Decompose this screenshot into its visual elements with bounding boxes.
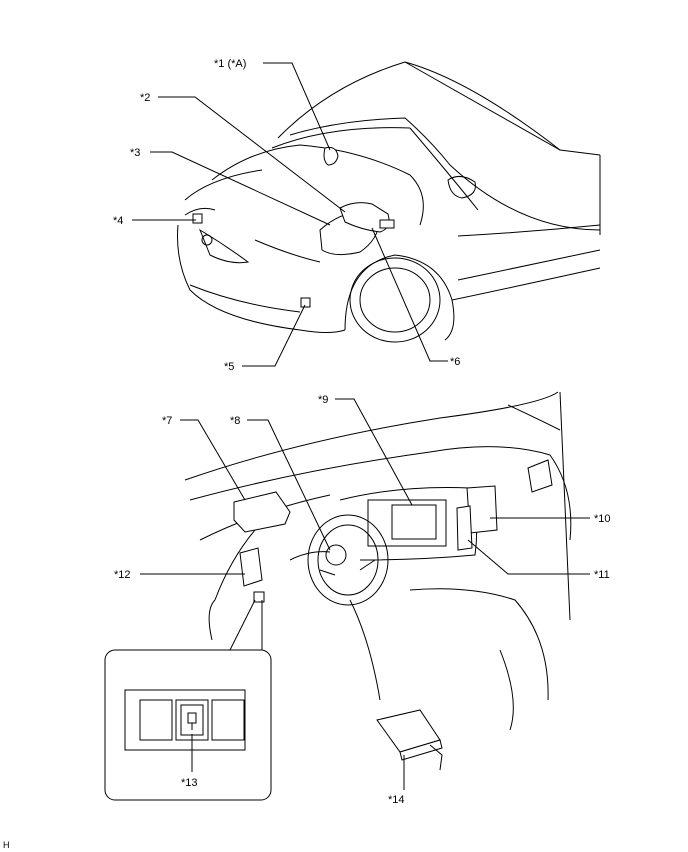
switch-inset: [104, 599, 272, 801]
callout-leaders-top: [132, 62, 448, 367]
callout-9-label: *9: [318, 394, 328, 406]
callout-leaders-bottom: [140, 398, 590, 575]
callout-2-label: *2: [140, 92, 150, 104]
callout-5-label: *5: [224, 361, 234, 373]
callout-1-label: *1 (*A): [214, 58, 246, 70]
callout-14-label: *14: [388, 794, 405, 806]
callout-6-label: *6: [450, 356, 460, 368]
vehicle-front-view: [177, 61, 601, 343]
callout-7-label: *7: [162, 415, 172, 427]
callout-4-label: *4: [113, 215, 123, 227]
callout-11-label: *11: [594, 569, 610, 581]
module-14: [376, 709, 443, 790]
callout-10-label: *10: [594, 513, 611, 525]
callout-12-label: *12: [114, 569, 131, 581]
callout-3-label: *3: [130, 147, 140, 159]
instrument-panel-view: [184, 391, 572, 731]
callout-8-label: *8: [230, 415, 240, 427]
callout-13-label: *13: [181, 777, 198, 789]
corner-mark: H: [3, 840, 10, 850]
